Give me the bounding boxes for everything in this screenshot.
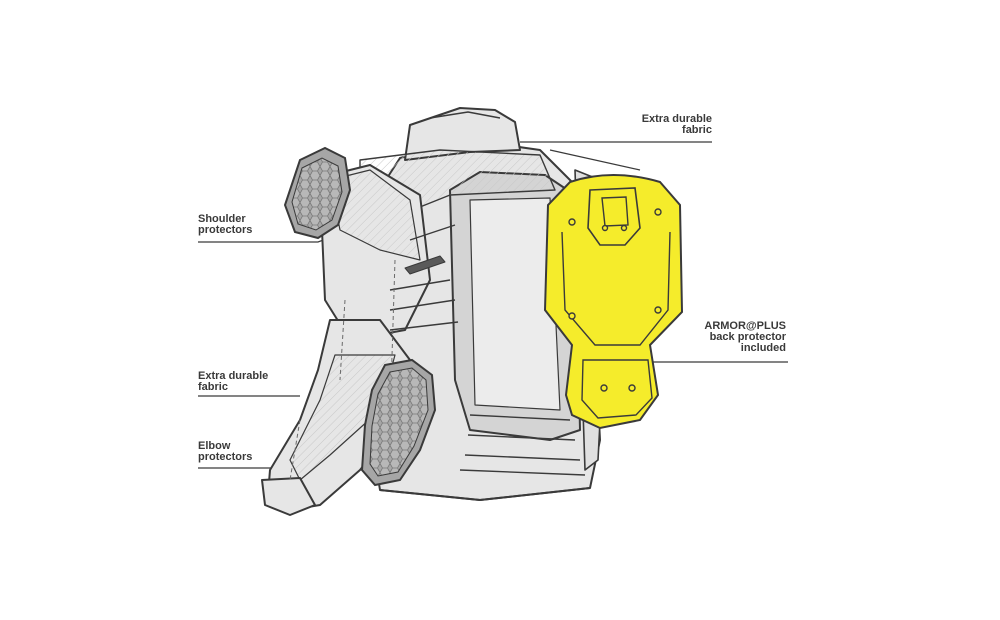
shoulder-protector — [283, 146, 352, 240]
callout-left-fabric-line2: fabric — [198, 381, 228, 393]
callout-back-protector-line2: back protector — [709, 331, 786, 343]
callout-shoulder-line1: Shoulder — [198, 213, 246, 225]
back-protector — [543, 174, 684, 430]
callout-top-right-fabric-line2: fabric — [682, 124, 712, 136]
callout-back-protector: ARMOR@PLUS back protector included — [680, 321, 786, 354]
callout-top-right-fabric: Extra durable fabric — [600, 114, 712, 136]
callout-shoulder: Shoulder protectors — [198, 214, 252, 236]
callout-elbow: Elbow protectors — [198, 441, 252, 463]
callout-shoulder-line2: protectors — [198, 224, 253, 236]
callout-back-protector-line3: included — [740, 342, 786, 354]
callout-elbow-line2: protectors — [198, 451, 253, 463]
callout-top-right-fabric-line1: Extra durable — [641, 113, 712, 125]
elbow-protector — [360, 358, 437, 487]
callout-left-fabric-line1: Extra durable — [198, 370, 269, 382]
callout-back-protector-line1: ARMOR@PLUS — [704, 320, 786, 332]
callout-left-fabric: Extra durable fabric — [198, 371, 268, 393]
callout-elbow-line1: Elbow — [198, 440, 231, 452]
